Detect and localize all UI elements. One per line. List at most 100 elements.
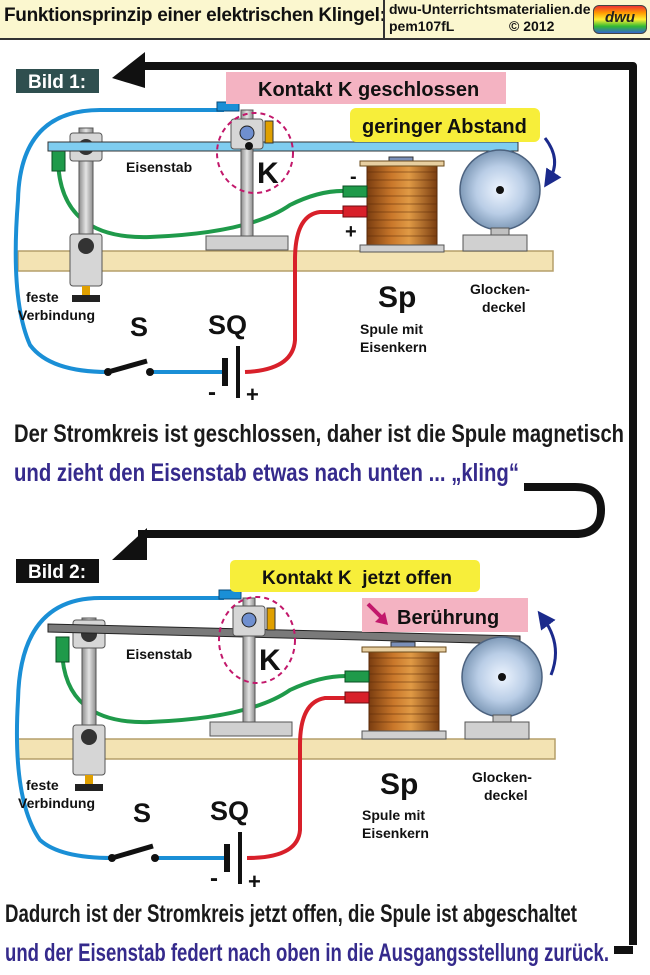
bell-center [496, 186, 504, 194]
bell-desc-2: deckel [482, 299, 526, 315]
rod-label-2: Eisenstab [126, 646, 192, 662]
bell-center-2 [498, 673, 506, 681]
left-stand-lower-screw-2 [81, 729, 97, 745]
bell-rotate-arrow-2 [537, 610, 557, 676]
green-wire [56, 159, 347, 240]
coil-base [359, 244, 445, 253]
source-code: pem107fL [389, 18, 455, 34]
panel-2: Bild 2: [5, 559, 609, 967]
bell-rotate-arrow [543, 137, 562, 188]
bell-base-2 [464, 721, 530, 740]
caption-1-line-1: Der Stromkreis ist geschlossen, daher is… [14, 420, 624, 448]
coil-plus: + [345, 221, 357, 243]
panel-2-label: Bild 2: [28, 562, 86, 583]
left-stand-lower-screw [78, 238, 94, 254]
logo-text: dwu [605, 9, 635, 26]
touch-arrow [366, 602, 388, 625]
distance-label: geringer Abstand [362, 116, 527, 138]
fixed-label-2: Verbindung [18, 307, 95, 323]
contact-highlight-circle [216, 112, 294, 194]
source-plus-2: + [248, 869, 261, 894]
bell-desc-1: Glocken- [470, 281, 530, 297]
contact-screw-head [264, 120, 274, 144]
bell-desc-2-1: Glocken- [472, 769, 532, 785]
caption-2-line-1: Dadurch ist der Stromkreis jetzt offen, … [5, 900, 577, 928]
switch-label: S [130, 312, 148, 342]
contact-terminal-blue-2 [218, 589, 242, 600]
touch-label-box [362, 598, 528, 632]
page-title: Funktionsprinzip einer elektrischen Klin… [4, 5, 386, 26]
contact-label: Kontakt K geschlossen [258, 79, 479, 101]
coil-terminal-red [342, 205, 368, 218]
left-stand-foot [82, 286, 90, 298]
source-label-2: SQ [210, 796, 249, 826]
coil-sp-label-2: Sp [380, 768, 418, 801]
flow-arrow-middle [112, 483, 606, 560]
bell-desc-2-2: deckel [484, 787, 528, 803]
contact-highlight-circle-2 [218, 596, 296, 684]
fixed-label-2-2: Verbindung [18, 795, 95, 811]
dwu-logo: dwu [593, 5, 647, 34]
contact-screw [239, 125, 255, 141]
rod-label: Eisenstab [126, 159, 192, 175]
contact-k-label-2: K [259, 644, 281, 677]
panel-2-label-box [16, 559, 99, 583]
contact-label-box [226, 72, 506, 104]
caption-2-line-2: und der Eisenstab federt nach oben in di… [5, 939, 609, 967]
header-bar: Funktionsprinzip einer elektrischen Klin… [0, 0, 650, 40]
contact-stand-base-2 [209, 721, 293, 737]
source-minus: - [208, 379, 216, 406]
green-wire-2 [60, 649, 347, 725]
copyright: © 2012 [509, 18, 555, 34]
fixed-label-1: feste [26, 289, 59, 305]
left-stand-nut [72, 295, 100, 302]
coil-top-plate-2 [361, 646, 447, 653]
source-box: dwu-Unterrichtsmaterialien.de pem107fL ©… [383, 0, 650, 38]
coil-terminal-green [342, 185, 368, 198]
distance-label-box [350, 108, 540, 142]
coil-lines [367, 171, 437, 237]
coil-top-plate [359, 160, 445, 167]
contact-point [245, 142, 253, 150]
switch-s [104, 358, 154, 376]
contact-stand-base [205, 235, 289, 251]
coil-sp-label: Sp [378, 281, 416, 314]
contact-screw-2 [241, 612, 257, 628]
source-site: dwu-Unterrichtsmaterialien.de [389, 1, 591, 17]
bell-base [462, 234, 528, 252]
coil-lines-2 [369, 657, 439, 723]
coil-desc-2-2: Eisenkern [362, 825, 429, 841]
left-stand-foot-2 [85, 775, 93, 787]
left-stand-nut-2 [75, 784, 103, 791]
contact-label-box-2 [230, 560, 480, 592]
source-plus: + [246, 382, 259, 407]
coil-desc-2: Eisenkern [360, 339, 427, 355]
touch-label: Berührung [397, 607, 499, 629]
coil-minus: - [350, 166, 357, 188]
panel-1-label-box [16, 69, 99, 93]
source-label: SQ [208, 310, 247, 340]
coil-desc-1: Spule mit [360, 321, 423, 337]
iron-rod [47, 141, 519, 152]
fixed-label-2-1: feste [26, 777, 59, 793]
panel-1-label: Bild 1: [28, 72, 86, 93]
green-terminal-2 [55, 636, 70, 663]
coil-terminal-red-2 [344, 691, 370, 704]
source-minus-2: - [210, 865, 218, 892]
base-board [17, 250, 554, 272]
blue-wire [13, 108, 224, 374]
coil-base-2 [361, 730, 447, 740]
coil-desc-2-1: Spule mit [362, 807, 425, 823]
red-wire [244, 210, 345, 374]
voltage-source-2 [224, 832, 242, 884]
coil-winding-2 [368, 649, 440, 733]
flow-arrow-top [112, 52, 637, 945]
voltage-source [222, 346, 240, 398]
contact-k-label: K [257, 157, 279, 190]
coil-terminal-green-2 [344, 670, 370, 683]
blue-wire-2 [14, 596, 224, 860]
caption-1-line-2: und zieht den Eisenstab etwas nach unten… [14, 459, 519, 487]
contact-label-2: Kontakt K jetzt offen [262, 568, 452, 589]
coil-winding [366, 163, 438, 247]
